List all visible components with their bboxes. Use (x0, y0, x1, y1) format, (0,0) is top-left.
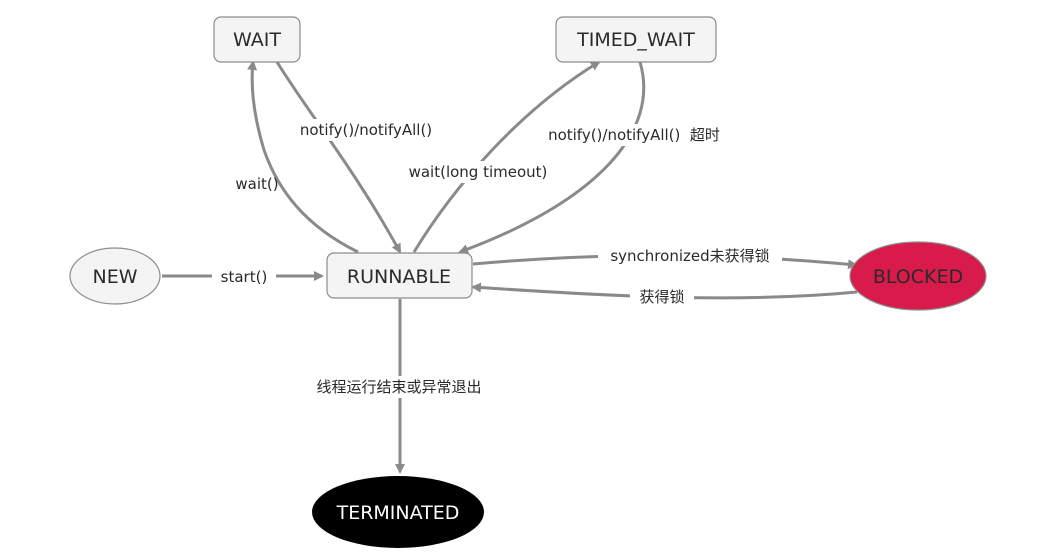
node-wait-label: WAIT (233, 29, 281, 51)
edge-notify-timeout (458, 61, 646, 254)
edge-label-start: start() (221, 268, 268, 286)
edge-label-sync-fail: synchronized未获得锁 (610, 247, 769, 265)
node-terminated: TERMINATED (312, 476, 484, 548)
edge-wait-timeout (412, 60, 601, 253)
edge-label-notify-timeout: notify()/notifyAll() 超时 (548, 126, 720, 144)
edge-label-acquire-lock: 获得锁 (639, 288, 684, 306)
node-runnable: RUNNABLE (326, 252, 473, 299)
edge-label-terminate: 线程运行结束或异常退出 (316, 378, 481, 396)
edge-notify (275, 61, 402, 254)
node-blocked-label: BLOCKED (873, 266, 963, 288)
node-wait: WAIT (213, 16, 301, 63)
node-new-label: NEW (92, 266, 137, 288)
edge-label-wait-timeout: wait(long timeout) (409, 163, 548, 181)
edge-label-notify: notify()/notifyAll() (300, 121, 432, 139)
edge-label-wait: wait() (235, 175, 278, 193)
node-new: NEW (69, 247, 161, 305)
node-terminated-label: TERMINATED (336, 502, 460, 524)
edge-wait (247, 60, 359, 254)
node-timed-wait: TIMED_WAIT (555, 16, 717, 63)
node-blocked: BLOCKED (849, 241, 987, 311)
node-runnable-label: RUNNABLE (347, 266, 451, 288)
node-timed-wait-label: TIMED_WAIT (576, 29, 695, 51)
